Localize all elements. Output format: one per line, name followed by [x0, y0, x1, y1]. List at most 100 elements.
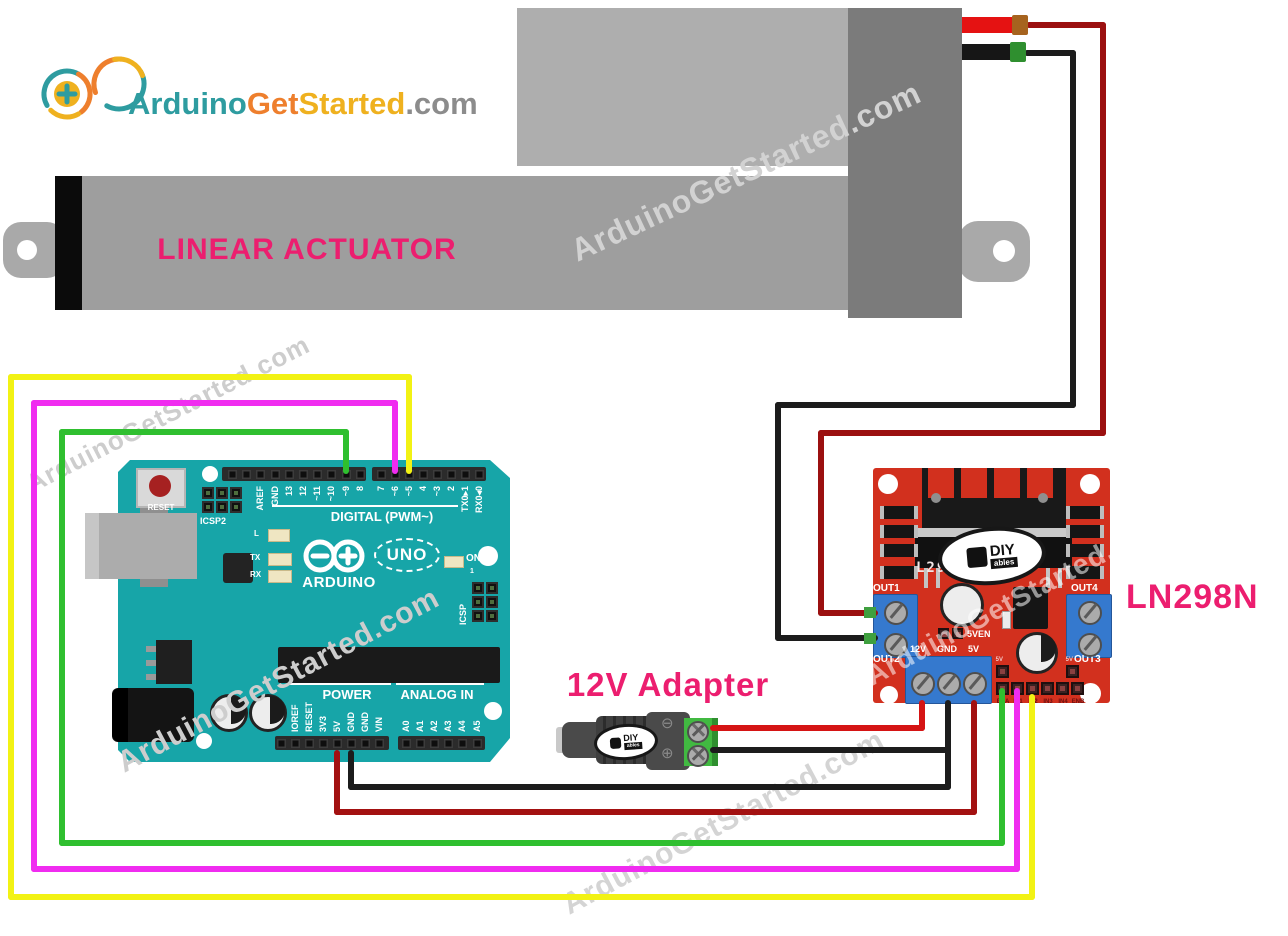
pin-label: RX0◂0: [473, 486, 484, 514]
smd-component: [1066, 566, 1104, 579]
driver-resistor: [1002, 611, 1011, 629]
actuator-label: LINEAR ACTUATOR: [157, 233, 457, 266]
out3-label: OUT3: [1074, 654, 1101, 665]
pin-label: A1: [414, 720, 425, 732]
5ven-jumper-pin: [952, 628, 963, 639]
pin-label: GND: [360, 712, 370, 732]
wire-in2-yellow: [8, 374, 14, 900]
driver-5v-pin: [1066, 665, 1079, 678]
atmega-chip: [278, 647, 500, 683]
wire-ena-green: [59, 429, 349, 435]
header-pin: [446, 469, 456, 479]
site-title: ArduinoGetStarted.com: [128, 86, 478, 122]
header-pin: [291, 738, 300, 748]
out1-label: OUT1: [873, 583, 900, 594]
actuator-body: [82, 176, 848, 310]
header-pin: [333, 738, 342, 748]
smd-component: [1066, 525, 1104, 538]
digital-caption: DIGITAL (PWM~): [330, 509, 434, 524]
led-tx-label: TX: [250, 553, 261, 562]
heatsink-rivet: [1038, 493, 1048, 503]
header-pin: [319, 738, 328, 748]
pin-label: TX0▸1: [459, 486, 470, 513]
led-l: [268, 529, 290, 542]
driver-capacitor: [940, 583, 984, 627]
wire-adapter-red: [919, 700, 925, 731]
header-pin: [277, 738, 286, 748]
header-pin: [458, 738, 468, 748]
header-pin: [415, 738, 425, 748]
smd-component: [880, 544, 918, 557]
actuator-red-connector: [1012, 15, 1028, 35]
5v-pin-label: 5V: [968, 644, 980, 654]
wire-actuator-positive: [1100, 22, 1106, 436]
pin-label: GND: [269, 486, 280, 506]
header-pin: [305, 738, 314, 748]
digital-overline: [272, 505, 458, 507]
header-pin: [404, 469, 414, 479]
wire-adapter-black: [710, 747, 951, 753]
smd-component: [880, 525, 918, 538]
adapter-diyables-icon: [609, 736, 621, 749]
site-logo: [35, 52, 167, 127]
wire-5v-red: [334, 750, 340, 815]
led-tx: [268, 553, 292, 566]
wire-ena-green: [999, 688, 1005, 846]
icsp-pin: [230, 487, 242, 499]
icsp-pin: [472, 610, 484, 622]
pin-label: A3: [443, 720, 454, 732]
analog-overline: [396, 683, 484, 685]
icsp-pin: [202, 487, 214, 499]
actuator-motor: [848, 8, 962, 318]
site-title-get: Get: [246, 86, 299, 121]
driver-5v-pin: [996, 665, 1009, 678]
chip-leg: [924, 568, 928, 588]
driver-regulator: [1013, 587, 1048, 629]
pin-label: 8: [354, 486, 365, 492]
heatsink-fin-gap: [994, 468, 1020, 498]
5v-right-label: 5V: [1065, 656, 1073, 663]
wire-ena-green: [59, 840, 1005, 846]
driver-ctrl-pin-in4: [1056, 682, 1069, 695]
pin-label: 3V3: [318, 715, 328, 732]
header-pin: [429, 738, 439, 748]
heatsink-fin-gap: [961, 468, 987, 498]
uno-model-badge: UNO: [374, 538, 440, 572]
chip-leg: [936, 568, 940, 588]
actuator-rod: [517, 8, 848, 166]
driver-hole: [1080, 474, 1100, 494]
usb-tab-bottom: [140, 579, 168, 587]
adapter-terminal-screw: [687, 745, 709, 767]
driver-hole: [880, 686, 898, 704]
out4-label: OUT4: [1071, 583, 1098, 594]
driver-capacitor: [1016, 632, 1058, 674]
terminal-screw: [1078, 601, 1102, 625]
5v-left-label: 5V: [995, 656, 1003, 663]
regulator-leg: [146, 674, 158, 680]
ctrl-pin-label: IN4: [1058, 698, 1068, 705]
12v-pin-label: 12V: [910, 644, 927, 654]
header-pin: [228, 469, 237, 479]
pin-label: A2: [428, 720, 439, 732]
pin-label: ~3: [431, 486, 442, 497]
pin-label: 2: [445, 486, 456, 492]
mounting-hole: [478, 546, 498, 566]
terminal-screw: [884, 633, 908, 657]
power-caption: POWER: [322, 687, 372, 702]
mounting-hole: [202, 466, 218, 482]
diyables-icon: [966, 546, 989, 569]
icsp-pin1-label: 1: [470, 568, 474, 575]
terminal-screw: [911, 672, 935, 696]
header-pin: [313, 469, 323, 479]
wire-in1-magenta: [31, 866, 1020, 872]
actuator-end-cap: [55, 176, 85, 310]
mounting-hole: [484, 702, 502, 720]
site-title-dotcom: .com: [405, 86, 478, 121]
capacitor: [210, 694, 248, 732]
plus-symbol: ⊕: [661, 745, 674, 762]
driver-hole: [1080, 683, 1101, 704]
wire-in1-magenta: [1014, 688, 1020, 872]
pin-label: 5V: [332, 720, 342, 732]
driver-ctrl-pin-in3: [1041, 682, 1054, 695]
